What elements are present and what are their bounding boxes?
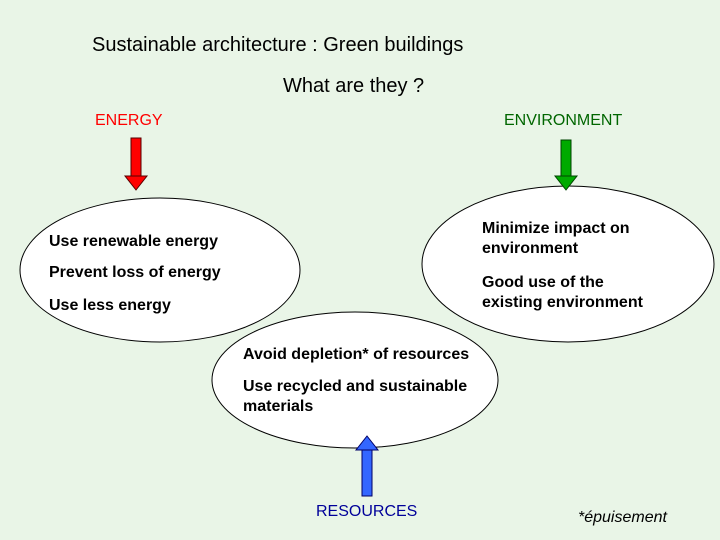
environment-label: ENVIRONMENT: [504, 112, 623, 129]
energy-item-prevent-loss: Prevent loss of energy: [49, 264, 221, 281]
footnote: *épuisement: [578, 509, 667, 526]
resources-item-avoid-depletion: Avoid depletion* of resources: [243, 346, 470, 363]
environment-arrow: [553, 139, 579, 191]
energy-item-renewable: Use renewable energy: [49, 233, 218, 250]
energy-arrow: [123, 137, 149, 191]
resources-ellipse: [211, 311, 499, 449]
page-title: Sustainable architecture : Green buildin…: [92, 34, 464, 56]
energy-ellipse: [19, 197, 301, 343]
resources-label: RESOURCES: [316, 503, 418, 520]
resources-arrow: [354, 435, 380, 497]
energy-label: ENERGY: [95, 112, 163, 129]
page-subtitle: What are they ?: [283, 75, 425, 97]
environment-ellipse: [421, 185, 715, 343]
energy-item-use-less: Use less energy: [49, 297, 171, 314]
environment-item-minimize-impact: Minimize impact on environment: [482, 220, 630, 257]
environment-item-good-use: Good use of the existing environment: [482, 274, 643, 311]
resources-item-recycled: Use recycled and sustainable materials: [243, 378, 468, 415]
